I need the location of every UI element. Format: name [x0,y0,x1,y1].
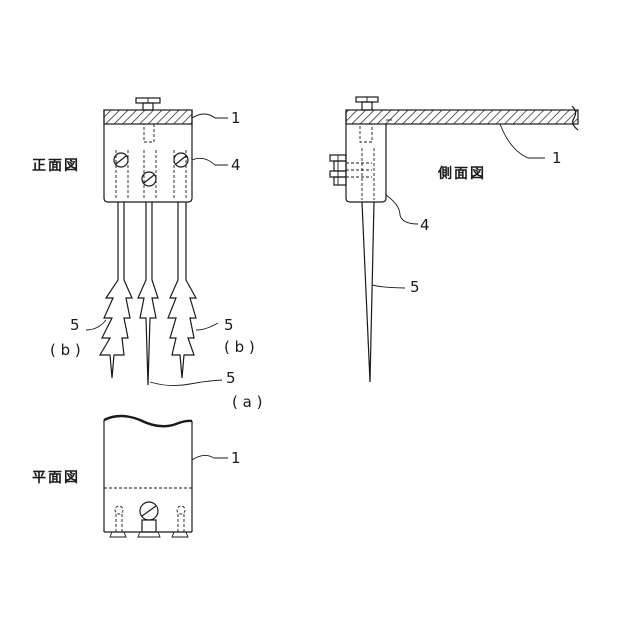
front-needle-center-plain [138,202,158,385]
front-set-screw-center [142,172,156,186]
front-needle-right-barbed [168,202,196,378]
front-top-screw [136,98,160,110]
front-label-needle-b-right: 5 [224,316,234,334]
side-label-needle: 5 [410,278,420,296]
front-label-needle-b-left: 5 [70,316,80,334]
side-label-plate: 1 [552,149,562,167]
side-top-screw [356,97,378,110]
front-label-block: 4 [231,156,241,174]
front-view-title: 正面図 [32,158,80,174]
front-label-plate: 1 [231,109,241,127]
plan-view [104,416,228,537]
plan-needle-head-right [177,506,185,532]
plan-view-title: 平面図 [32,470,80,486]
side-set-screws [330,155,346,185]
plan-set-screw [140,502,158,532]
side-plate-hatched [346,110,578,124]
front-label-needle-a-sub: ( a ) [232,393,262,411]
front-label-needle-b-right-sub: ( b ) [224,338,255,356]
side-view-title: 側面図 [437,165,486,182]
side-needle [362,202,374,382]
side-label-block: 4 [420,216,430,234]
front-needle-left-barbed [100,202,132,378]
front-label-needle-b-left-sub: ( b ) [50,341,81,359]
plan-break-edge [104,416,192,426]
plan-needle-head-left [115,506,123,532]
side-view [330,97,578,382]
front-view [86,98,228,386]
plan-label-plate: 1 [231,449,241,467]
front-plate-hatched [104,110,192,124]
front-label-needle-a: 5 [226,369,236,387]
